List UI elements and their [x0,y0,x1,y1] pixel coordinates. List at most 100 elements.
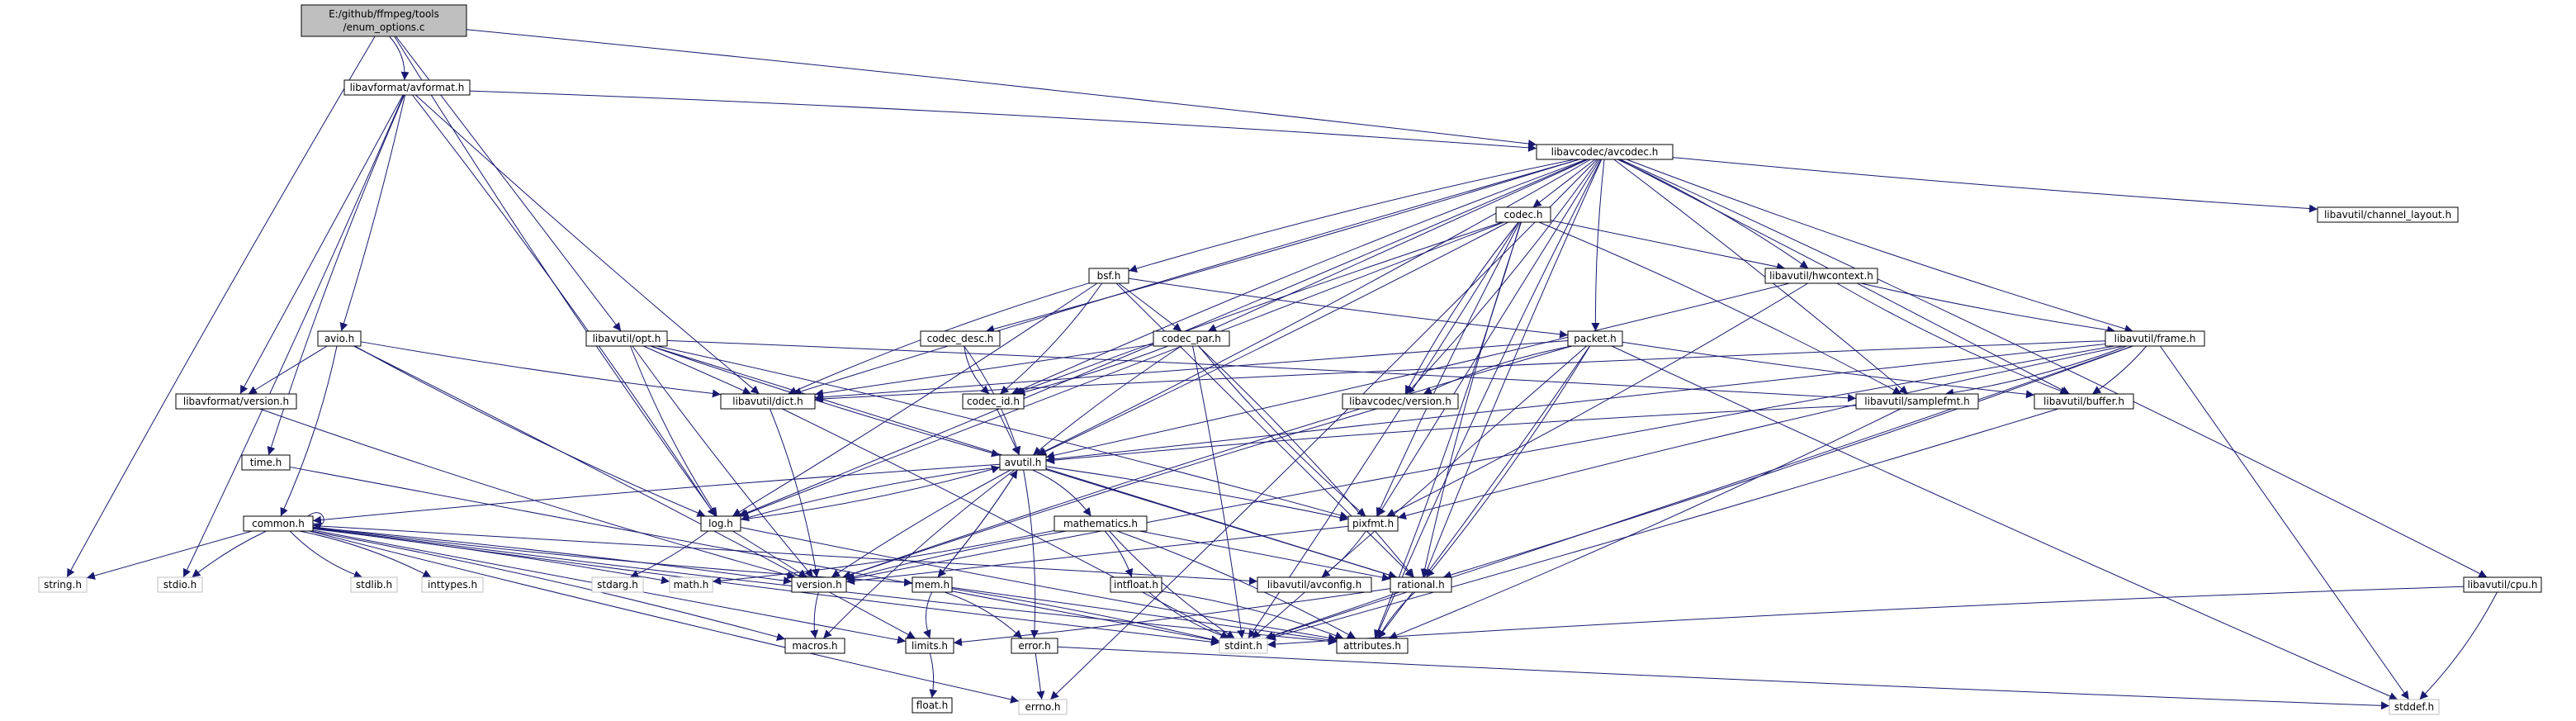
node-codec[interactable]: codec.h [1495,206,1551,223]
edge-codec_version-to-version [842,408,1377,579]
edge-avutil-to-pixfmt [1045,466,1349,522]
edge-mathematics-to-attributes [1116,530,1357,639]
node-mathematics[interactable]: mathematics.h [1054,515,1148,532]
edge-avutil-to-rational [1045,469,1397,579]
node-codec-desc[interactable]: codec_desc.h [920,330,1001,347]
node-dict[interactable]: libavutil/dict.h [720,393,816,410]
node-limits[interactable]: limits.h [905,638,954,654]
edge-common-to-stdlib [289,530,363,579]
node-string[interactable]: string.h [38,576,88,593]
edge-intfloat-to-attributes [1161,591,1344,640]
node-label: libavutil/opt.h [593,333,661,344]
node-intfloat[interactable]: intfloat.h [1110,576,1163,593]
node-box [669,576,713,593]
node-codec-version[interactable]: libavcodec/version.h [1342,393,1459,410]
node-rational[interactable]: rational.h [1390,576,1452,593]
edge-common-to-string [86,530,253,580]
node-label: stdarg.h [597,579,638,591]
edge-opt-to-pixfmt [656,345,1349,519]
node-label: packet.h [1574,333,1617,344]
node-avutil[interactable]: avutil.h [999,454,1047,471]
edge-bsf-to-codec_id [999,282,1103,395]
node-hwcontext[interactable]: libavutil/hwcontext.h [1764,268,1878,284]
edge-avformat-to-avcodec [469,90,1537,152]
node-buffer[interactable]: libavutil/buffer.h [2034,393,2134,410]
edge-avutil-to-mathematics [1032,469,1091,517]
node-packet[interactable]: packet.h [1567,330,1623,347]
node-label: /enum_options.c [343,21,425,33]
edge-fmt_version-to-version [259,408,796,580]
node-opt[interactable]: libavutil/opt.h [585,330,668,347]
node-stdio[interactable]: stdio.h [157,576,203,593]
node-fmt-version[interactable]: libavformat/version.h [175,393,297,410]
node-box [1018,699,1068,715]
node-macros[interactable]: macros.h [784,638,845,654]
edge-intfloat-to-stdint [1148,591,1231,640]
edge-frame-to-stdint [1265,345,2133,640]
edge-common-to-stdio [192,530,267,578]
edge-codec-to-rational [1420,221,1522,578]
node-common[interactable]: common.h [243,515,314,532]
edge-limits-to-float [929,652,938,699]
node-stdlib[interactable]: stdlib.h [350,576,398,593]
node-samplefmt[interactable]: libavutil/samplefmt.h [1855,393,1979,410]
node-bsf[interactable]: bsf.h [1088,268,1129,284]
node-box [1342,393,1459,410]
node-root[interactable]: E:/github/ffmpeg/tools/enum_options.c [301,4,467,37]
node-channel-layout[interactable]: libavutil/channel_layout.h [2317,206,2459,223]
node-frame[interactable]: libavutil/frame.h [2105,330,2205,347]
node-box [912,697,953,714]
edge-log-to-avutil [740,465,1001,520]
node-label: libavformat/version.h [183,396,289,407]
node-avio[interactable]: avio.h [317,330,362,347]
node-codec-id[interactable]: codec_id.h [962,393,1025,410]
edge-opt-to-avutil [650,345,1001,458]
node-box [1088,268,1129,284]
node-stdint[interactable]: stdint.h [1219,638,1268,654]
edge-mem-to-stdint [951,588,1220,643]
node-box [1567,330,1623,347]
node-version[interactable]: version.h [791,576,847,593]
node-pixfmt[interactable]: pixfmt.h [1347,515,1399,532]
edge-codec-to-codec_version [1404,221,1519,395]
node-label: codec_id.h [967,396,1020,407]
node-float[interactable]: float.h [912,697,953,714]
node-avformat[interactable]: libavformat/avformat.h [343,79,471,96]
node-attributes[interactable]: attributes.h [1336,638,1409,654]
edge-frame-to-dict [814,340,2106,403]
node-label: libavcodec/version.h [1349,396,1451,407]
node-label: libavutil/buffer.h [2043,396,2124,407]
edge-pixfmt-to-avconfig [1321,530,1366,578]
node-time[interactable]: time.h [241,454,291,471]
edge-packet-to-dict [814,340,1569,401]
edge-root-to-log [394,36,717,517]
node-stddef[interactable]: stddef.h [2389,699,2440,715]
edge-buffer-to-stdint [1267,408,2059,641]
node-mem[interactable]: mem.h [912,576,953,593]
edge-pixfmt-to-version [845,525,1349,586]
node-math[interactable]: math.h [669,576,713,593]
edge-mathematics-to-math [712,529,1055,586]
edge-common-to-inttypes [299,530,432,578]
edge-mem-to-error [944,591,1023,639]
edge-samplefmt-to-attributes [1388,408,1901,639]
node-error[interactable]: error.h [1011,638,1058,654]
edge-frame-to-buffer [2091,345,2147,395]
node-avconfig[interactable]: libavutil/avconfig.h [1257,576,1372,593]
node-box [317,330,362,347]
node-cpu[interactable]: libavutil/cpu.h [2463,576,2542,593]
node-box [920,330,1001,347]
node-box [1336,638,1409,654]
node-codec-par[interactable]: codec_par.h [1153,330,1230,347]
node-box [1257,576,1372,593]
node-log[interactable]: log.h [700,515,741,532]
edge-frame-to-samplefmt [1945,345,2128,397]
edge-avio-to-limits [353,345,916,639]
node-label: math.h [674,579,709,591]
edge-packet-to-codec_version [1423,345,1573,395]
node-errno[interactable]: errno.h [1018,699,1068,715]
node-inttypes[interactable]: inttypes.h [421,576,484,593]
node-stdarg[interactable]: stdarg.h [591,576,644,593]
edge-bsf-to-rational [1115,282,1414,578]
node-avcodec[interactable]: libavcodec/avcodec.h [1536,144,1674,160]
